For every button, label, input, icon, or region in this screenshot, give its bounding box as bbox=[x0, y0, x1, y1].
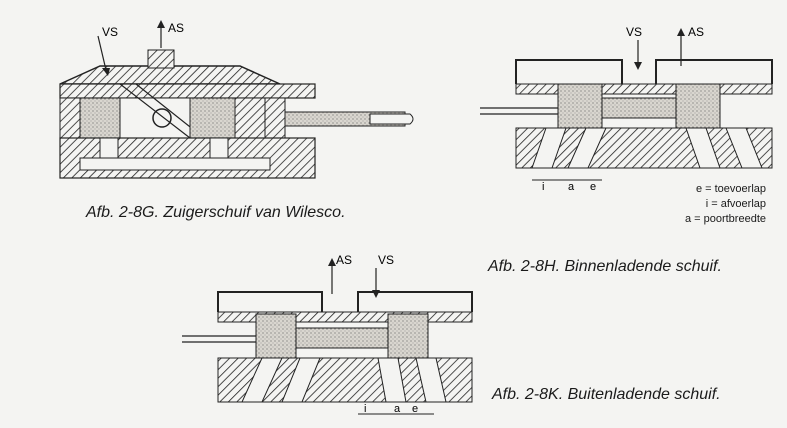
legend-item: a = poortbreedte bbox=[684, 213, 766, 225]
fig-h-as-label: AS bbox=[688, 25, 704, 39]
fig-k-i-label: i bbox=[364, 403, 366, 415]
fig-h-i-label: i bbox=[542, 181, 544, 193]
fig-k-caption: Afb. 2-8K. Buitenladende schuif. bbox=[492, 386, 721, 403]
figure-k-diagram: AS VS i a e bbox=[182, 253, 473, 415]
fig-k-a-label: a bbox=[394, 403, 401, 415]
fig-h-vs-label: VS bbox=[626, 25, 642, 39]
fig-k-as-label: AS bbox=[336, 253, 352, 267]
fig-g-as-label: AS bbox=[168, 21, 184, 35]
fig-g-caption: Afb. 2-8G. Zuigerschuif van Wilesco. bbox=[86, 204, 346, 221]
fig-k-e-label: e bbox=[412, 403, 418, 415]
fig-h-a-label: a bbox=[568, 181, 575, 193]
legend: e = toevoerlap i = afvoerlap a = poortbr… bbox=[606, 182, 766, 227]
legend-item: i = afvoerlap bbox=[705, 198, 766, 210]
fig-g-vs-label: VS bbox=[102, 25, 118, 39]
legend-item: e = toevoerlap bbox=[695, 183, 766, 195]
figure-h-diagram: VS AS i a e bbox=[480, 25, 773, 193]
fig-k-vs-label: VS bbox=[378, 253, 394, 267]
fig-h-e-label: e bbox=[590, 181, 596, 193]
fig-h-caption: Afb. 2-8H. Binnenladende schuif. bbox=[488, 258, 722, 275]
figure-g-diagram: AS VS bbox=[59, 20, 414, 179]
